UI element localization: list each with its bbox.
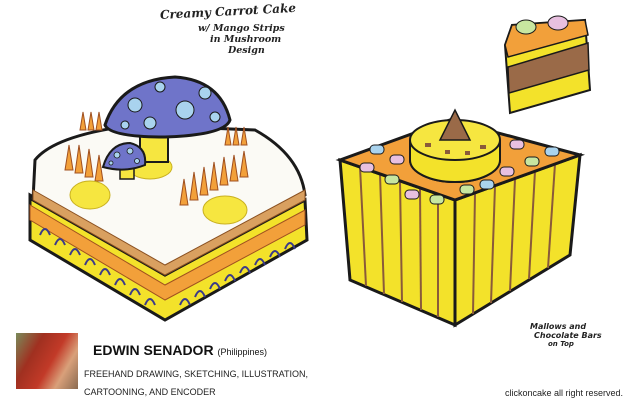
carrot-cake-mushroom-illustration — [28, 75, 309, 322]
caption-line-2: Chocolate Bars — [534, 331, 602, 340]
caption-line-1: Mallows and — [530, 322, 587, 331]
cake-title-note: Creamy Carrot Cake w/ Mango Strips in Mu… — [160, 1, 310, 56]
cake-slice-illustration — [503, 15, 592, 115]
cake-caption-note: Mallows and Chocolate Bars on Top — [530, 322, 602, 349]
title-line-4: Design — [228, 45, 265, 56]
skills-line-2: CARTOONING, AND ENCODER — [84, 387, 216, 397]
mallow-chocolate-cake-illustration — [335, 108, 586, 328]
artist-skills: FREEHAND DRAWING, SKETCHING, ILLUSTRATIO… — [84, 365, 324, 401]
title-line-3: in Mushroom — [210, 34, 282, 45]
title-line-2: w/ Mango Strips — [198, 23, 285, 34]
artist-photo — [16, 333, 78, 389]
copyright-notice: clickoncake all right reserved. — [505, 388, 624, 398]
artist-country: (Philippines) — [217, 347, 267, 357]
artist-name: EDWIN SENADOR — [93, 342, 214, 358]
caption-line-3: on Top — [548, 340, 574, 348]
title-line-1: Creamy Carrot Cake — [159, 0, 297, 22]
skills-line-1: FREEHAND DRAWING, SKETCHING, ILLUSTRATIO… — [84, 369, 309, 379]
artist-name-block: EDWIN SENADOR (Philippines) — [93, 342, 267, 358]
